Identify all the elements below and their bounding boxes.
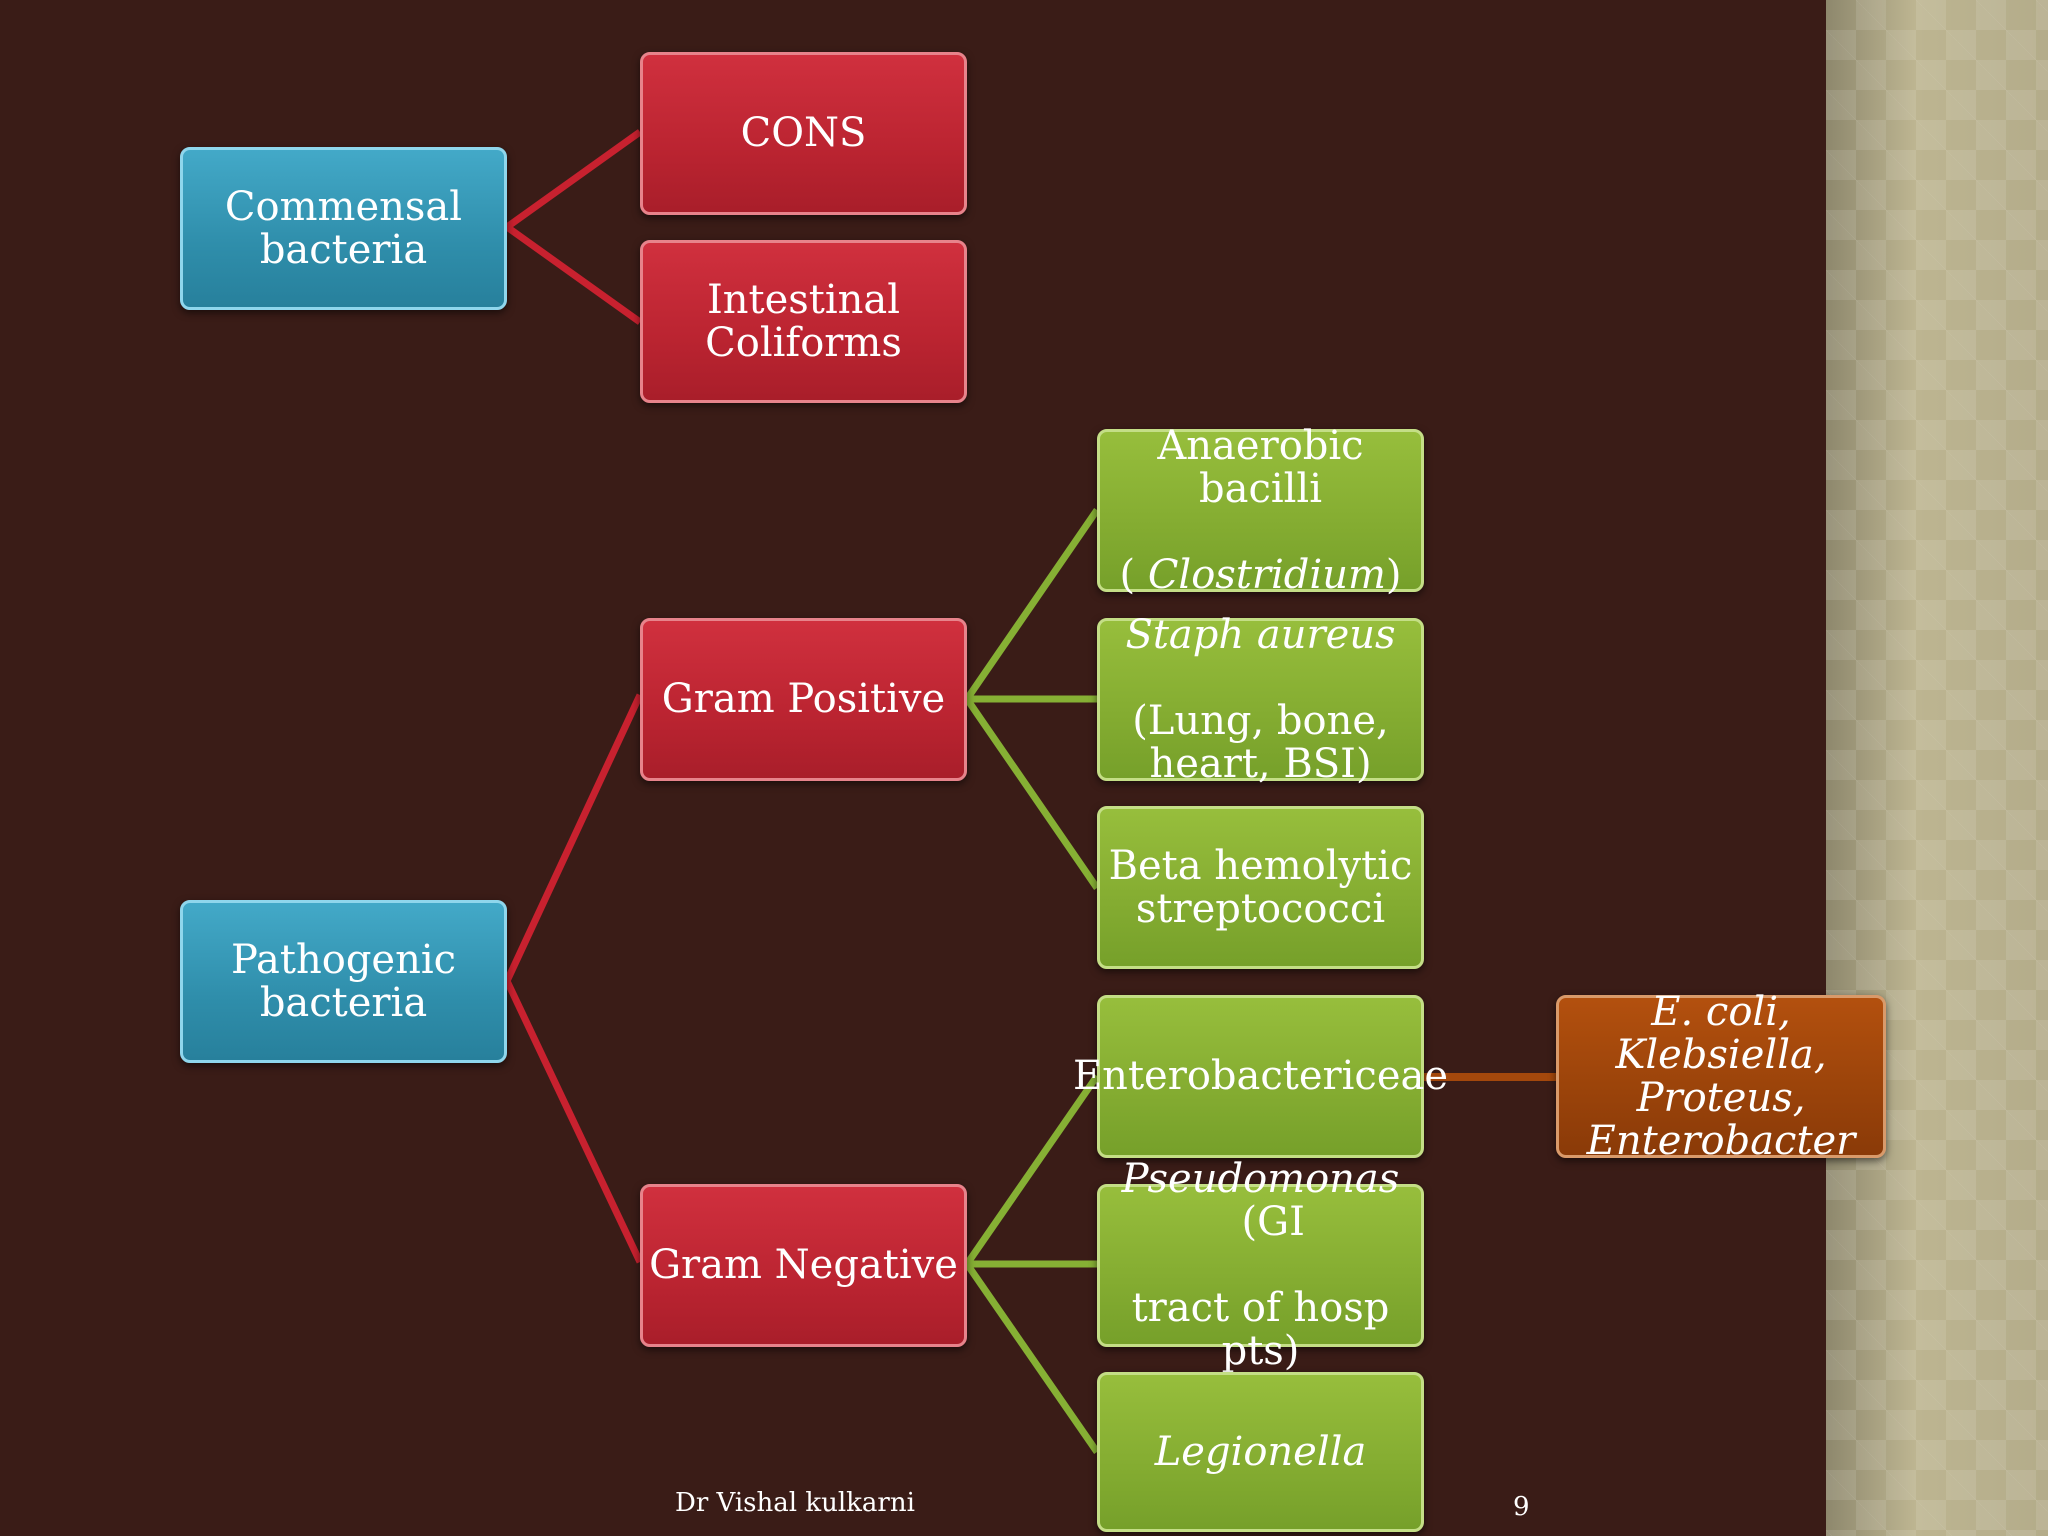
anaerobic-bacilli-text: Anaerobic bacilli ( Clostridium) — [1106, 382, 1415, 640]
pseudomonas-text: Pseudomonas (GI tract of hosp pts) — [1106, 1115, 1415, 1416]
slide-number: 9 — [1513, 1492, 1530, 1522]
pseudomonas-box: Pseudomonas (GI tract of hosp pts) — [1097, 1158, 1424, 1373]
ecoli-group-label: E. coli, Klebsiella, Proteus, Enterobact… — [1586, 988, 1856, 1164]
enterobactericeae-box: Enterobactericeae — [1073, 995, 1448, 1158]
gram-negative-box: Gram Negative — [640, 1184, 967, 1347]
connector-pathogenic-gram-positive — [503, 693, 644, 983]
legionella-box: Legionella — [1097, 1372, 1424, 1532]
beta-hemolytic-label: Beta hemolytic streptococci — [1108, 842, 1413, 932]
cons-label: CONS — [740, 110, 867, 156]
pseudomonas-gi: (GI — [1216, 1199, 1305, 1245]
anaerobic-line2: ( Clostridium) — [1106, 551, 1415, 598]
beta-hemolytic-box: Beta hemolytic streptococci — [1097, 806, 1424, 969]
connector-gram-negative-entero — [964, 1074, 1100, 1266]
intestinal-coliforms-label: Intestinal Coliforms — [705, 276, 902, 366]
anaerobic-bacilli-box: Anaerobic bacilli ( Clostridium) — [1097, 424, 1424, 596]
pseudomonas-name: Pseudomonas — [1121, 1156, 1400, 1202]
pseudomonas-line2: tract of hosp pts) — [1131, 1285, 1390, 1374]
connector-gram-positive-beta — [964, 697, 1100, 890]
connector-commensal-cons — [504, 129, 643, 230]
ecoli-group-box: E. coli, Klebsiella, Proteus, Enterobact… — [1556, 990, 1886, 1162]
staph-aureus-name: Staph aureus — [1125, 611, 1396, 658]
cons-box: CONS — [640, 52, 967, 215]
staph-aureus-sites: (Lung, bone, heart, BSI) — [1132, 697, 1389, 787]
pathogenic-bacteria-label: Pathogenic bacteria — [230, 936, 457, 1026]
gram-positive-label: Gram Positive — [661, 676, 946, 722]
intestinal-coliforms-box: Intestinal Coliforms — [640, 240, 967, 403]
commensal-bacteria-box: Commensal bacteria — [180, 147, 507, 310]
clostridium-label: Clostridium — [1147, 551, 1386, 598]
gram-positive-box: Gram Positive — [640, 618, 967, 781]
enterobactericeae-label: Enterobactericeae — [1072, 1053, 1449, 1099]
staph-aureus-box: Staph aureus (Lung, bone, heart, BSI) — [1097, 613, 1424, 785]
anaerobic-open-paren: ( — [1119, 551, 1148, 598]
staph-aureus-text: Staph aureus (Lung, bone, heart, BSI) — [1125, 571, 1395, 829]
pseudomonas-line1: Pseudomonas (GI — [1106, 1158, 1415, 1244]
footer-author: Dr Vishal kulkarni — [675, 1488, 915, 1518]
connector-commensal-coliforms — [504, 224, 643, 325]
connector-gram-positive-anaerobic — [964, 508, 1100, 701]
pathogenic-bacteria-box: Pathogenic bacteria — [180, 900, 507, 1063]
connector-pathogenic-gram-negative — [503, 979, 644, 1264]
commensal-bacteria-label: Commensal bacteria — [224, 183, 463, 273]
gram-negative-label: Gram Negative — [649, 1242, 958, 1288]
legionella-label: Legionella — [1154, 1428, 1367, 1475]
connector-gram-negative-legionella — [964, 1262, 1100, 1454]
anaerobic-close-paren: ) — [1385, 551, 1402, 598]
side-decorative-panel — [1826, 0, 2048, 1536]
anaerobic-line1: Anaerobic bacilli — [1157, 422, 1364, 512]
